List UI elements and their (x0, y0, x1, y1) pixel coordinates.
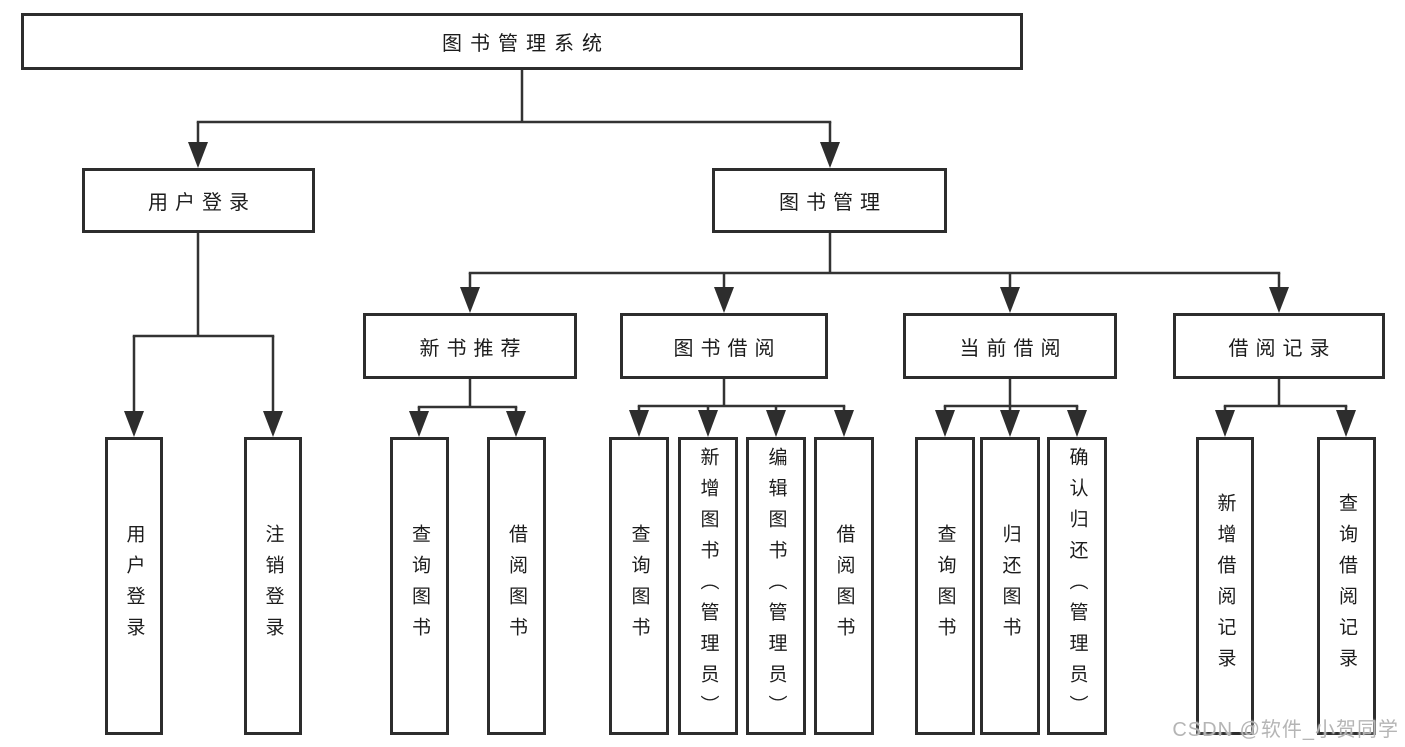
node-book-borrowing-label: 图书借阅 (673, 337, 782, 360)
leaf-cb-confirm-return-admin-label: 确认归还（管理员） (1066, 446, 1088, 726)
connector-user-login-children (124, 233, 283, 437)
leaf-br-add-record: 新增借阅记录 (1196, 437, 1254, 735)
node-book-mgmt-label: 图书管理 (779, 192, 887, 214)
leaf-bb-edit-books-admin: 编辑图书（管理员） (746, 437, 806, 735)
leaf-bb-query-books: 查询图书 (609, 437, 669, 735)
leaf-logout: 注销登录 (244, 437, 302, 735)
leaf-cb-query-books: 查询图书 (915, 437, 975, 735)
node-current-borrowing: 当前借阅 (903, 313, 1117, 379)
connector-new-book-rec-children (409, 379, 526, 437)
leaf-bb-add-books-admin-label: 新增图书（管理员） (697, 446, 719, 726)
leaf-cb-confirm-return-admin: 确认归还（管理员） (1047, 437, 1107, 735)
node-book-mgmt: 图书管理 (712, 168, 947, 233)
leaf-br-add-record-label: 新增借阅记录 (1214, 493, 1236, 679)
leaf-nbr-borrow-books-label: 借阅图书 (506, 524, 527, 648)
leaf-bb-borrow-books: 借阅图书 (814, 437, 874, 735)
leaf-bb-add-books-admin: 新增图书（管理员） (678, 437, 738, 735)
leaf-nbr-query-books-label: 查询图书 (409, 524, 430, 648)
leaf-cb-query-books-label: 查询图书 (934, 524, 956, 648)
connector-book-borrowing-children (629, 379, 854, 437)
leaf-cb-return-books-label: 归还图书 (999, 524, 1021, 648)
leaf-nbr-borrow-books: 借阅图书 (487, 437, 546, 735)
connector-root-to-level2 (188, 70, 840, 168)
leaf-cb-return-books: 归还图书 (980, 437, 1040, 735)
leaf-user-login: 用户登录 (105, 437, 163, 735)
node-root-label: 图书管理系统 (442, 33, 610, 55)
node-new-book-rec-label: 新书推荐 (419, 337, 528, 360)
connector-book-mgmt-children (460, 233, 1289, 313)
node-new-book-rec: 新书推荐 (363, 313, 577, 379)
connector-current-borrowing-children (935, 379, 1087, 437)
node-borrowing-records: 借阅记录 (1173, 313, 1385, 379)
csdn-watermark: CSDN @软件_小贺同学 (1172, 719, 1399, 741)
leaf-bb-query-books-label: 查询图书 (628, 524, 650, 648)
leaf-user-login-label: 用户登录 (123, 524, 145, 648)
leaf-logout-label: 注销登录 (262, 524, 284, 648)
node-user-login-label: 用户登录 (148, 192, 256, 214)
leaf-br-query-record-label: 查询借阅记录 (1336, 493, 1357, 679)
leaf-bb-edit-books-admin-label: 编辑图书（管理员） (765, 446, 787, 726)
node-root-system: 图书管理系统 (21, 13, 1023, 70)
connector-borrowing-records-children (1215, 379, 1356, 437)
node-current-borrowing-label: 当前借阅 (959, 337, 1068, 360)
node-user-login: 用户登录 (82, 168, 315, 233)
node-borrowing-records-label: 借阅记录 (1228, 337, 1337, 360)
leaf-br-query-record: 查询借阅记录 (1317, 437, 1376, 735)
leaf-bb-borrow-books-label: 借阅图书 (833, 524, 855, 648)
node-book-borrowing: 图书借阅 (620, 313, 828, 379)
leaf-nbr-query-books: 查询图书 (390, 437, 449, 735)
